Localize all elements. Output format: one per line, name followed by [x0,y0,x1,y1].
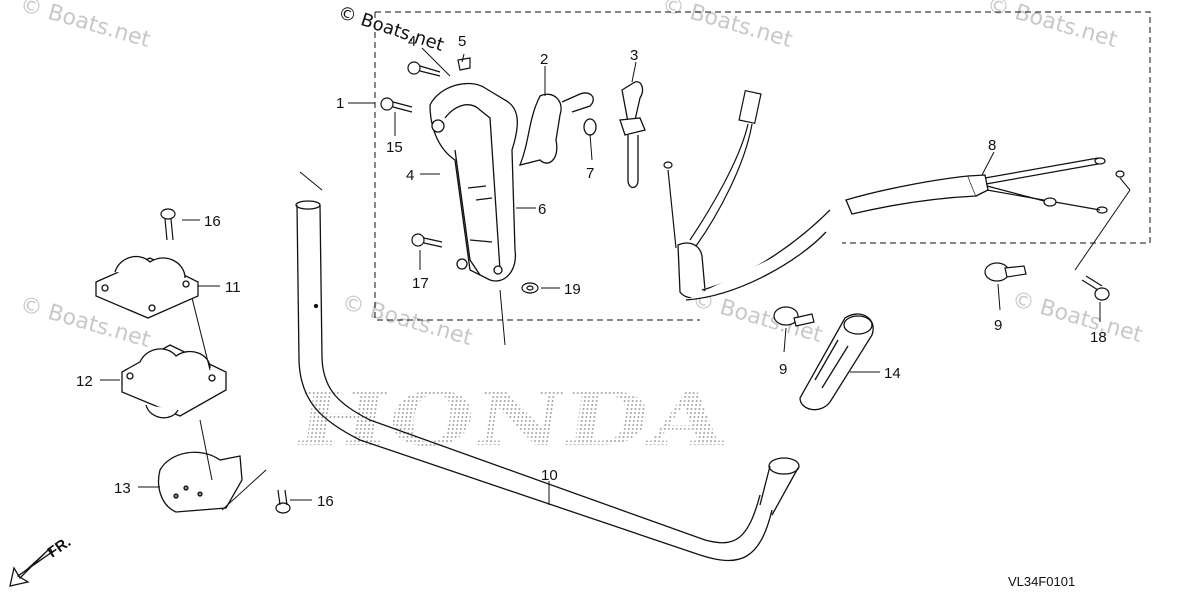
callout-1: 1 [336,95,344,112]
leader-lines [100,47,1131,511]
cable-hose [677,174,989,301]
callout-8: 8 [988,137,996,154]
wire-harness [663,89,762,249]
callout-17: 17 [412,275,429,292]
callout-12: 12 [76,373,93,390]
clamp-middle [121,344,227,419]
stop-switch [619,81,646,189]
front-arrow: FR. [9,533,75,587]
throttle-body [429,82,518,282]
callout-4: 4 [406,167,414,184]
bolts-16 [160,208,291,514]
handle-tube [295,200,800,562]
callout-16: 16 [317,493,334,510]
callout-10: 10 [541,467,558,484]
cable-clamp [773,262,1027,327]
clamp-lower [157,451,243,513]
callout-5: 5 [458,33,466,50]
callout-9: 9 [779,361,787,378]
honda-brand-mark: HONDA [290,375,734,463]
callout-14: 14 [884,365,901,382]
bolt-18 [1081,275,1110,301]
diagram-code: VL34F0101 [1008,574,1076,589]
callout-19: 19 [564,281,581,298]
throttle-lever [518,92,597,166]
callout-13: 13 [114,480,131,497]
callout-9: 9 [994,317,1002,334]
callout-18: 18 [1090,329,1107,346]
callout-11: 11 [225,279,241,296]
grip [799,313,874,411]
callout-16: 16 [204,213,221,230]
end-wires [984,157,1125,214]
assembly-outline [375,11,1151,244]
assembly-outline-left [374,12,700,321]
callout-6: 6 [538,201,546,218]
front-label: FR. [45,533,75,561]
callout-4: 4 [408,33,416,50]
clamp-upper [95,255,199,319]
callout-15: 15 [386,139,403,156]
screws [380,57,539,294]
callout-7: 7 [586,165,594,182]
callout-2: 2 [540,51,548,68]
callout-3: 3 [630,47,638,64]
